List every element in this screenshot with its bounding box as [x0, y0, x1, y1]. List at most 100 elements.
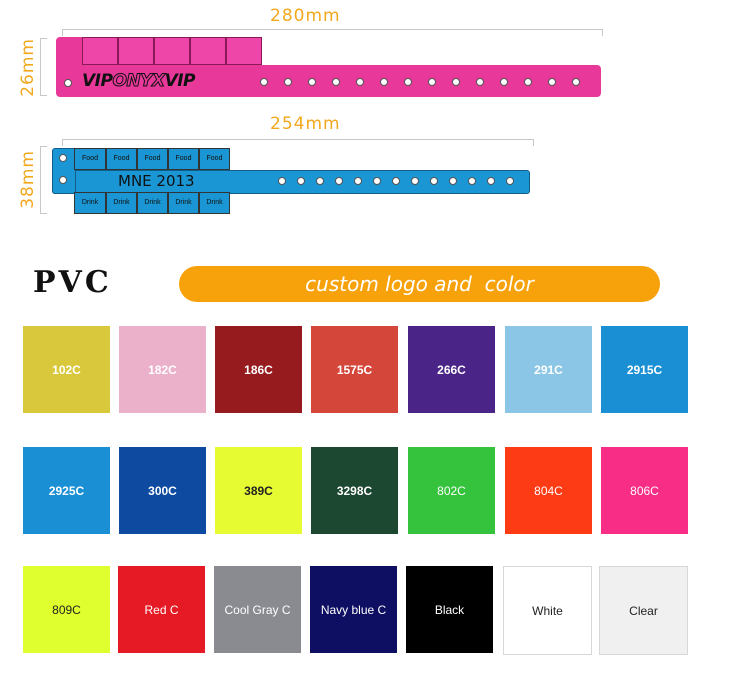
material-title: PVC [33, 265, 112, 300]
mne-hole [487, 177, 495, 185]
color-swatch: Navy blue C [310, 566, 397, 653]
color-swatch: 809C [23, 566, 110, 653]
mne-wristband: Food Food Food Food Food MNE 2013 Drink … [52, 148, 530, 216]
swatch-label: Cool Gray C [224, 602, 291, 617]
swatch-label: 186C [244, 362, 273, 377]
mne-drink-tab: Drink [199, 192, 230, 214]
mne-food-label: Food [82, 155, 98, 162]
swatch-label: 3298C [336, 483, 373, 498]
color-swatch: 186C [215, 326, 302, 413]
vip-tab [190, 37, 226, 65]
color-swatch: 2915C [601, 326, 688, 413]
mne-food-tab: Food [106, 148, 137, 170]
color-swatch: 3298C [311, 447, 398, 534]
mne-hole [373, 177, 381, 185]
color-swatch: 806C [601, 447, 688, 534]
mne-hole [392, 177, 400, 185]
swatch-label: 809C [52, 602, 81, 617]
mne-width-ruler [62, 139, 534, 146]
mne-hole [506, 177, 514, 185]
swatch-label: Black [434, 602, 465, 617]
vip-band-strap [246, 65, 601, 97]
mne-food-label: Food [175, 155, 192, 162]
mne-drink-label: Drink [175, 199, 192, 206]
vip-tab [226, 37, 262, 65]
mne-snap-hole [59, 176, 67, 184]
vip-hole [404, 78, 412, 86]
mne-height-label: 38mm [18, 150, 38, 209]
swatch-label: 300C [148, 483, 177, 498]
color-swatch: 300C [119, 447, 206, 534]
color-swatch: Black [406, 566, 493, 653]
swatch-label: 291C [534, 362, 563, 377]
mne-food-label: Food [206, 155, 223, 162]
mne-hole [297, 177, 305, 185]
mne-drink-label: Drink [81, 199, 99, 206]
mne-height-ruler [40, 146, 47, 214]
vip-height-ruler [40, 38, 47, 96]
swatch-label: 1575C [336, 362, 373, 377]
vip-tab [82, 37, 118, 65]
vip-logo: VIPONYXVIP [82, 71, 196, 92]
vip-tab-strip [82, 37, 262, 65]
mne-hole [411, 177, 419, 185]
vip-hole [572, 78, 580, 86]
mne-hole [316, 177, 324, 185]
color-swatch: 102C [23, 326, 110, 413]
custom-logo-banner: custom logo and color [179, 266, 660, 302]
mne-drink-label: Drink [144, 199, 161, 206]
swatch-label: 2925C [48, 483, 85, 498]
vip-hole [356, 78, 364, 86]
mne-food-tab: Food [168, 148, 199, 170]
mne-food-tab: Food [137, 148, 168, 170]
mne-title: MNE 2013 [118, 172, 195, 190]
mne-drink-label: Drink [113, 199, 130, 206]
vip-hole [452, 78, 460, 86]
vip-hole [260, 78, 268, 86]
swatch-label: Red C [144, 602, 179, 617]
mne-width-label: 254mm [270, 114, 341, 134]
color-swatch: 2925C [23, 447, 110, 534]
mne-hole [468, 177, 476, 185]
mne-hole [430, 177, 438, 185]
swatch-label: White [532, 603, 563, 618]
color-swatch: 182C [119, 326, 206, 413]
swatch-label: Navy blue C [320, 602, 387, 617]
color-swatch: 291C [505, 326, 592, 413]
vip-text-left: VIP [82, 71, 113, 91]
mne-hole [278, 177, 286, 185]
color-swatch: 266C [408, 326, 495, 413]
vip-hole [428, 78, 436, 86]
swatch-label: 266C [437, 362, 466, 377]
vip-width-label: 280mm [270, 6, 341, 26]
banner-text: custom logo and color [305, 272, 534, 296]
vip-hole [476, 78, 484, 86]
mne-food-tab: Food [74, 148, 106, 170]
vip-text-mid: ONYX [112, 71, 166, 92]
color-swatch: 389C [215, 447, 302, 534]
vip-hole [500, 78, 508, 86]
swatch-label: 804C [534, 483, 563, 498]
swatch-label: 182C [148, 362, 177, 377]
mne-snap-hole [59, 154, 67, 162]
color-swatch: Red C [118, 566, 205, 653]
vip-hole [308, 78, 316, 86]
swatch-label: 102C [52, 362, 81, 377]
vip-tab [118, 37, 154, 65]
color-swatch: Cool Gray C [214, 566, 301, 653]
swatch-label: 806C [630, 483, 659, 498]
mne-drink-label: Drink [206, 199, 223, 206]
vip-hole [332, 78, 340, 86]
mne-drink-tab: Drink [106, 192, 137, 214]
vip-snap-hole [64, 79, 72, 87]
mne-hole [449, 177, 457, 185]
color-swatch: 1575C [311, 326, 398, 413]
swatch-label: 2915C [626, 362, 663, 377]
color-swatch: Clear [599, 566, 688, 655]
mne-food-tab: Food [199, 148, 230, 170]
mne-food-label: Food [113, 155, 130, 162]
color-swatch: 804C [505, 447, 592, 534]
vip-wristband: VIPONYXVIP [56, 37, 601, 97]
vip-hole [524, 78, 532, 86]
color-swatch: 802C [408, 447, 495, 534]
